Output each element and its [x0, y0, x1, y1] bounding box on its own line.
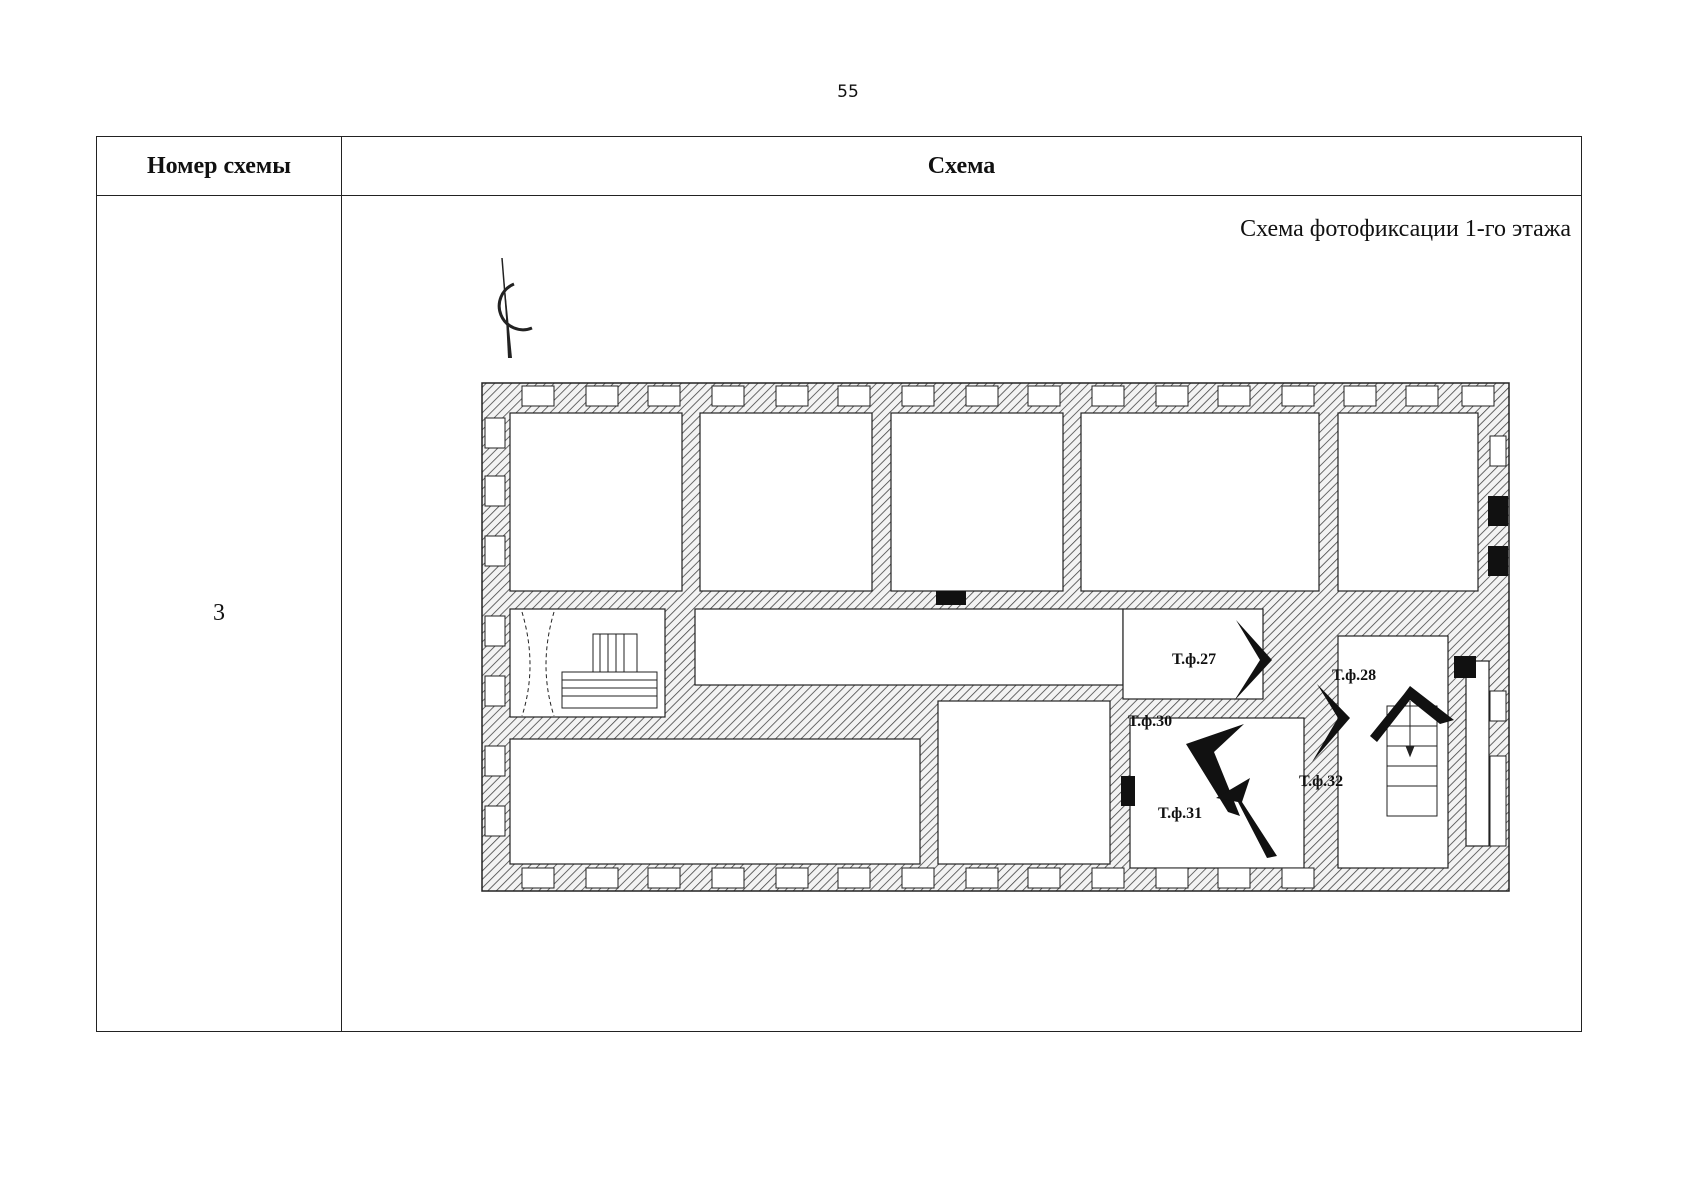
plan-title: Схема фотофиксации 1-го этажа	[1240, 216, 1571, 242]
room	[890, 412, 1064, 592]
header-scheme-number: Номер схемы	[96, 136, 342, 196]
photo-point-28-icon	[1370, 686, 1454, 742]
scheme-table: Номер схемы Схема 3 Схема фотофиксации 1…	[96, 136, 1582, 1032]
room	[1080, 412, 1320, 592]
north-arrow-icon	[497, 257, 533, 359]
room	[509, 412, 683, 592]
stairs-right	[1386, 701, 1438, 817]
room	[937, 700, 1111, 865]
page-number: 55	[837, 82, 859, 102]
scheme-cell: Схема фотофиксации 1-го этажа	[341, 195, 1582, 1032]
photo-point-label: Т.ф.27	[1172, 651, 1216, 668]
photo-point-31-icon	[1216, 778, 1277, 858]
room	[509, 738, 921, 865]
header-scheme: Схема	[341, 136, 1582, 196]
room	[699, 412, 873, 592]
photo-point-label: Т.ф.30	[1128, 713, 1172, 730]
stairs-left	[521, 611, 658, 717]
photo-point-label: Т.ф.31	[1158, 805, 1202, 822]
photo-point-label: Т.ф.32	[1299, 773, 1343, 790]
photo-point-27-icon	[1234, 620, 1272, 701]
building-walls	[481, 382, 1510, 892]
corridor	[694, 608, 1124, 686]
scheme-number: 3	[96, 195, 342, 1032]
photo-point-32-icon	[1312, 684, 1350, 762]
hall-room	[1122, 608, 1264, 700]
room	[1337, 412, 1479, 592]
side-room	[1465, 660, 1490, 847]
stair-hall-left	[509, 608, 666, 718]
floor-plan: Т.ф.27 Т.ф.28 Т.ф.30 Т.ф.31 Т.ф.32	[481, 257, 1510, 892]
stair-room-right	[1337, 635, 1449, 869]
photo-point-label: Т.ф.28	[1332, 667, 1376, 684]
